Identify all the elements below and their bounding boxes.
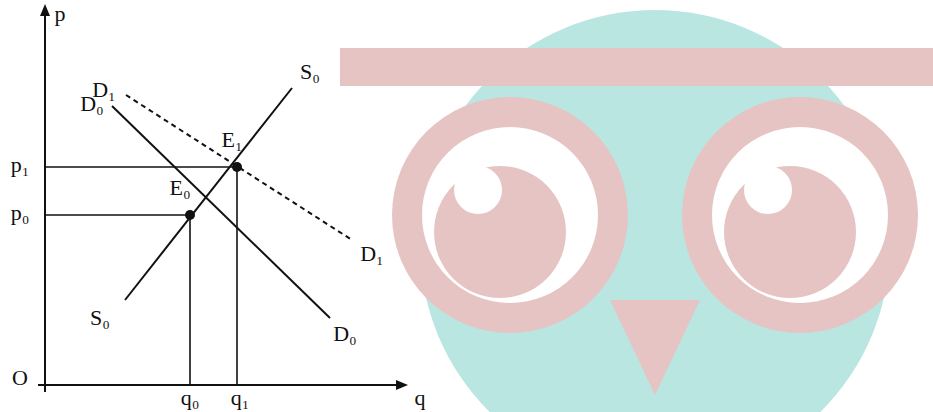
demand-curve — [112, 106, 330, 318]
axis-arrowhead — [40, 4, 50, 16]
axis-arrowhead — [396, 380, 408, 390]
point-label: E₀ — [169, 177, 190, 199]
owl-pupil — [724, 166, 856, 298]
curve-label: S₀ — [300, 61, 320, 83]
shifted-demand-curve — [126, 95, 352, 240]
price-label: p₁ — [11, 154, 30, 176]
owl-glint — [454, 166, 502, 214]
owl-pupil — [434, 166, 566, 298]
curve-label: D₀ — [333, 323, 357, 345]
quantity-label: q₁ — [231, 387, 250, 409]
axis-label: p — [55, 3, 66, 25]
equilibrium-point — [185, 210, 195, 220]
owl-glint — [744, 166, 792, 214]
axis-label: q — [415, 387, 426, 409]
curve-label: S₀ — [90, 307, 110, 329]
price-label: p₀ — [11, 202, 30, 224]
quantity-guide — [189, 215, 191, 385]
owl-beak — [610, 300, 700, 395]
supply-curve — [125, 88, 292, 300]
axes — [38, 4, 408, 392]
price-guide — [45, 166, 237, 168]
quantity-guide — [236, 167, 238, 385]
price-guide — [45, 214, 190, 216]
owl-eye-ring — [392, 97, 628, 333]
equilibrium-point — [232, 162, 242, 172]
price-axis — [44, 12, 46, 392]
owl-watermark — [340, 10, 933, 412]
owl-eye — [422, 127, 598, 303]
curve-label: D₀ — [80, 93, 104, 115]
owl-eye-ring — [682, 97, 918, 333]
owl-eye — [712, 127, 888, 303]
point-label: E₁ — [221, 129, 242, 151]
quantity-axis — [38, 384, 398, 386]
quantity-label: q₀ — [181, 387, 200, 409]
owl-brow — [340, 48, 933, 86]
origin-label: O — [12, 367, 28, 389]
curve-label: D₁ — [360, 243, 384, 265]
